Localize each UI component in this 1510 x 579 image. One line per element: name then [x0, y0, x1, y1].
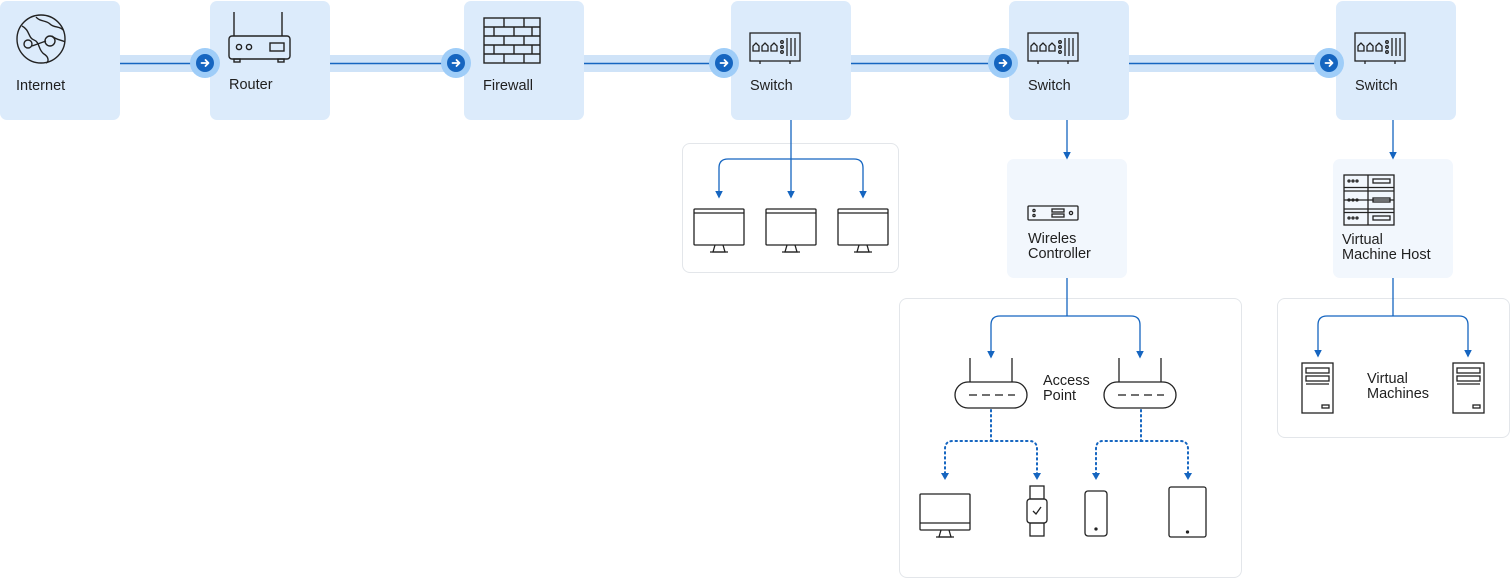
arrow-circle-icon — [988, 48, 1018, 78]
firewall-icon — [483, 17, 541, 64]
dotted-arrowheads — [941, 473, 1192, 480]
arrow-circle-icon — [441, 48, 471, 78]
access-point-icon — [1103, 358, 1177, 409]
wireless-panel — [899, 298, 1242, 578]
access-point-dotted-links — [944, 409, 1189, 475]
server-rack-icon — [1343, 174, 1395, 226]
phone-icon — [1084, 490, 1108, 537]
access-point-icon — [954, 358, 1028, 409]
switch-icon — [1354, 32, 1406, 64]
wireless-controller-label-line2: Controller — [1028, 246, 1091, 262]
chain-links — [120, 55, 1336, 72]
switch3-to-vmhost — [1314, 120, 1472, 358]
internet-node — [0, 1, 120, 120]
arrow-circle-icon — [190, 48, 220, 78]
tower-server-icon — [1452, 362, 1485, 414]
arrow-circle-icon — [1314, 48, 1344, 78]
monitor-icon — [919, 493, 971, 538]
tablet-icon — [1168, 486, 1207, 538]
tower-server-icon — [1301, 362, 1334, 414]
globe-icon — [16, 14, 66, 64]
virtual-machines-label-line1: Virtual — [1367, 371, 1408, 387]
switch-label-2: Switch — [1028, 78, 1071, 94]
chain-arrow-circles — [190, 48, 1344, 78]
monitor-icon — [765, 208, 817, 253]
virtual-machines-label-line2: Machines — [1367, 386, 1430, 402]
internet-label: Internet — [16, 78, 66, 94]
smartwatch-icon — [1026, 485, 1048, 537]
monitor-icon — [693, 208, 745, 253]
switch-label-3: Switch — [1355, 78, 1398, 94]
wireless-controller-node — [1007, 159, 1127, 278]
router-icon — [228, 12, 291, 63]
access-point-label-line2: Point — [1043, 388, 1077, 404]
router-node — [210, 1, 330, 120]
wireless-controller-icon — [1027, 205, 1079, 221]
monitor-icon — [837, 208, 889, 253]
firewall-label: Firewall — [483, 78, 533, 94]
switch1-to-monitors — [715, 120, 867, 199]
switch2-to-controller — [987, 120, 1144, 359]
switch-label-1: Switch — [750, 78, 793, 94]
switch-icon — [1027, 32, 1079, 64]
router-label: Router — [229, 77, 273, 93]
access-point-label-line1: Access — [1043, 373, 1090, 389]
switch-icon — [749, 32, 801, 64]
vm-host-label-line2: Machine Host — [1342, 247, 1431, 263]
vm-host-label-line1: Virtual — [1342, 232, 1383, 248]
arrow-circle-icon — [709, 48, 739, 78]
wireless-controller-label-line1: Wireles — [1028, 231, 1077, 247]
